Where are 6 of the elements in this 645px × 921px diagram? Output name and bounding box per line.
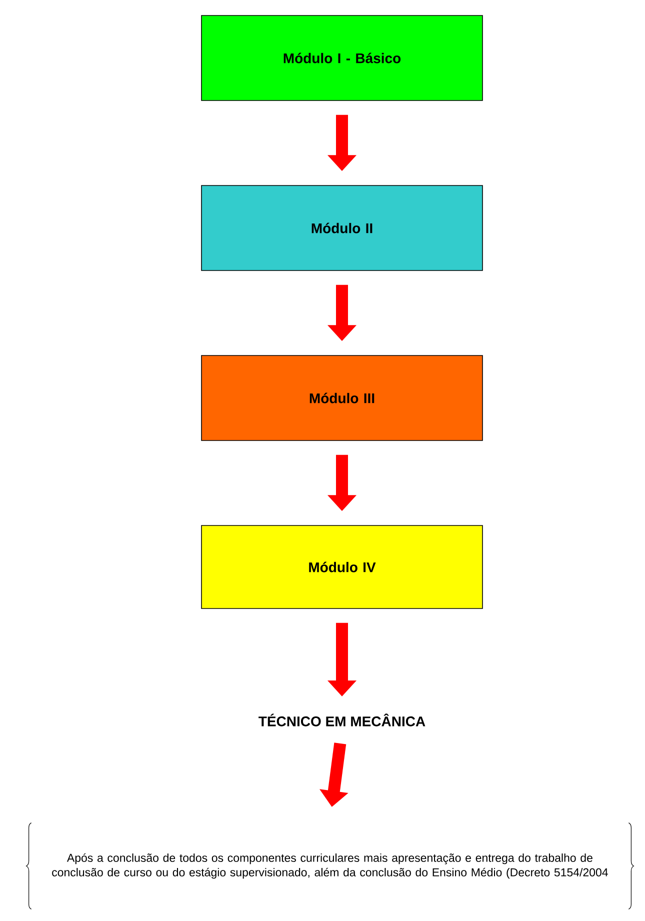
result-title: TÉCNICO EM MECÂNICA bbox=[258, 714, 426, 726]
module-box: Módulo III bbox=[201, 355, 483, 441]
module-box: Módulo II bbox=[201, 185, 483, 271]
module-box: Módulo I - Básico bbox=[201, 15, 483, 101]
module-box: Módulo IV bbox=[201, 525, 483, 609]
note-text: Após a conclusão de todos os componentes curriculares mais apresentação e entrega do trabalho de conclusão de curso ou do estágio supervisionado, além da conclusão do Ensino Médio (Decreto 5154/2004 bbox=[52, 853, 608, 879]
